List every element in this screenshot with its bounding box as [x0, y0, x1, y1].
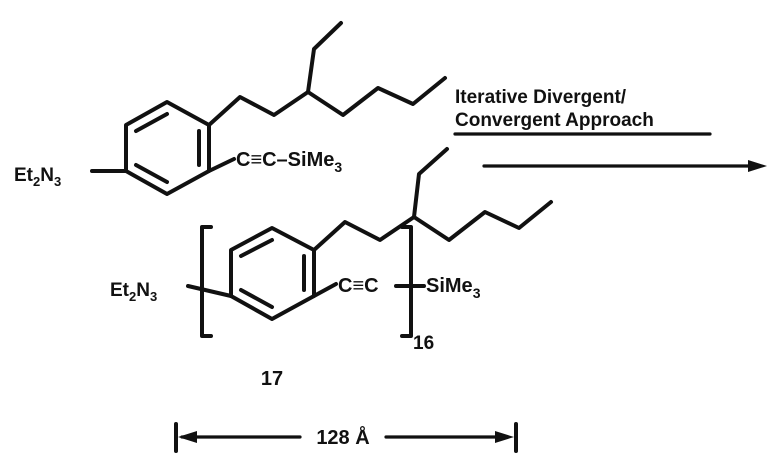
length-dimension: 128 Å	[174, 422, 518, 453]
arrow-condition-line1: Iterative Divergent/	[455, 87, 627, 108]
ethyl-branch	[306, 21, 343, 94]
alkyne-bond	[312, 282, 338, 298]
ethylhexyl-chain	[312, 200, 553, 252]
ring-double-bond	[239, 238, 274, 258]
reaction-arrow: Iterative Divergent/ Convergent Approach	[453, 87, 767, 172]
ring-double-bond	[134, 112, 169, 133]
silyl-label: SiMe3	[426, 275, 481, 301]
left-repeat-bracket	[200, 225, 213, 338]
ethyl-branch	[412, 147, 449, 219]
arrow-condition-line2: Convergent Approach	[455, 110, 654, 131]
repeat-count: 16	[413, 333, 434, 354]
ring-double-bond	[239, 288, 274, 309]
ring-double-bond	[134, 163, 169, 184]
alkyne-bond	[207, 157, 236, 173]
alkyne-label: C≡C	[338, 275, 379, 297]
ethylhexyl-chain	[207, 76, 447, 127]
starting-material: Et2N3 C≡C–SiMe3	[14, 21, 447, 196]
alkyne-silane-label: C≡C–SiMe3	[236, 149, 342, 175]
dimension-arrowhead-left-icon	[178, 431, 197, 443]
triazene-bond	[186, 284, 233, 298]
compound-number: 17	[261, 368, 283, 390]
dimension-label: 128 Å	[316, 425, 369, 449]
triazene-label: Et2N3	[110, 280, 157, 304]
triazene-label: Et2N3	[14, 165, 61, 189]
right-repeat-bracket	[400, 225, 413, 338]
product-oligomer: Et2N3 C≡C SiMe3 16 17	[110, 147, 553, 390]
arrowhead-icon	[748, 160, 767, 172]
dimension-arrowhead-right-icon	[495, 431, 514, 443]
